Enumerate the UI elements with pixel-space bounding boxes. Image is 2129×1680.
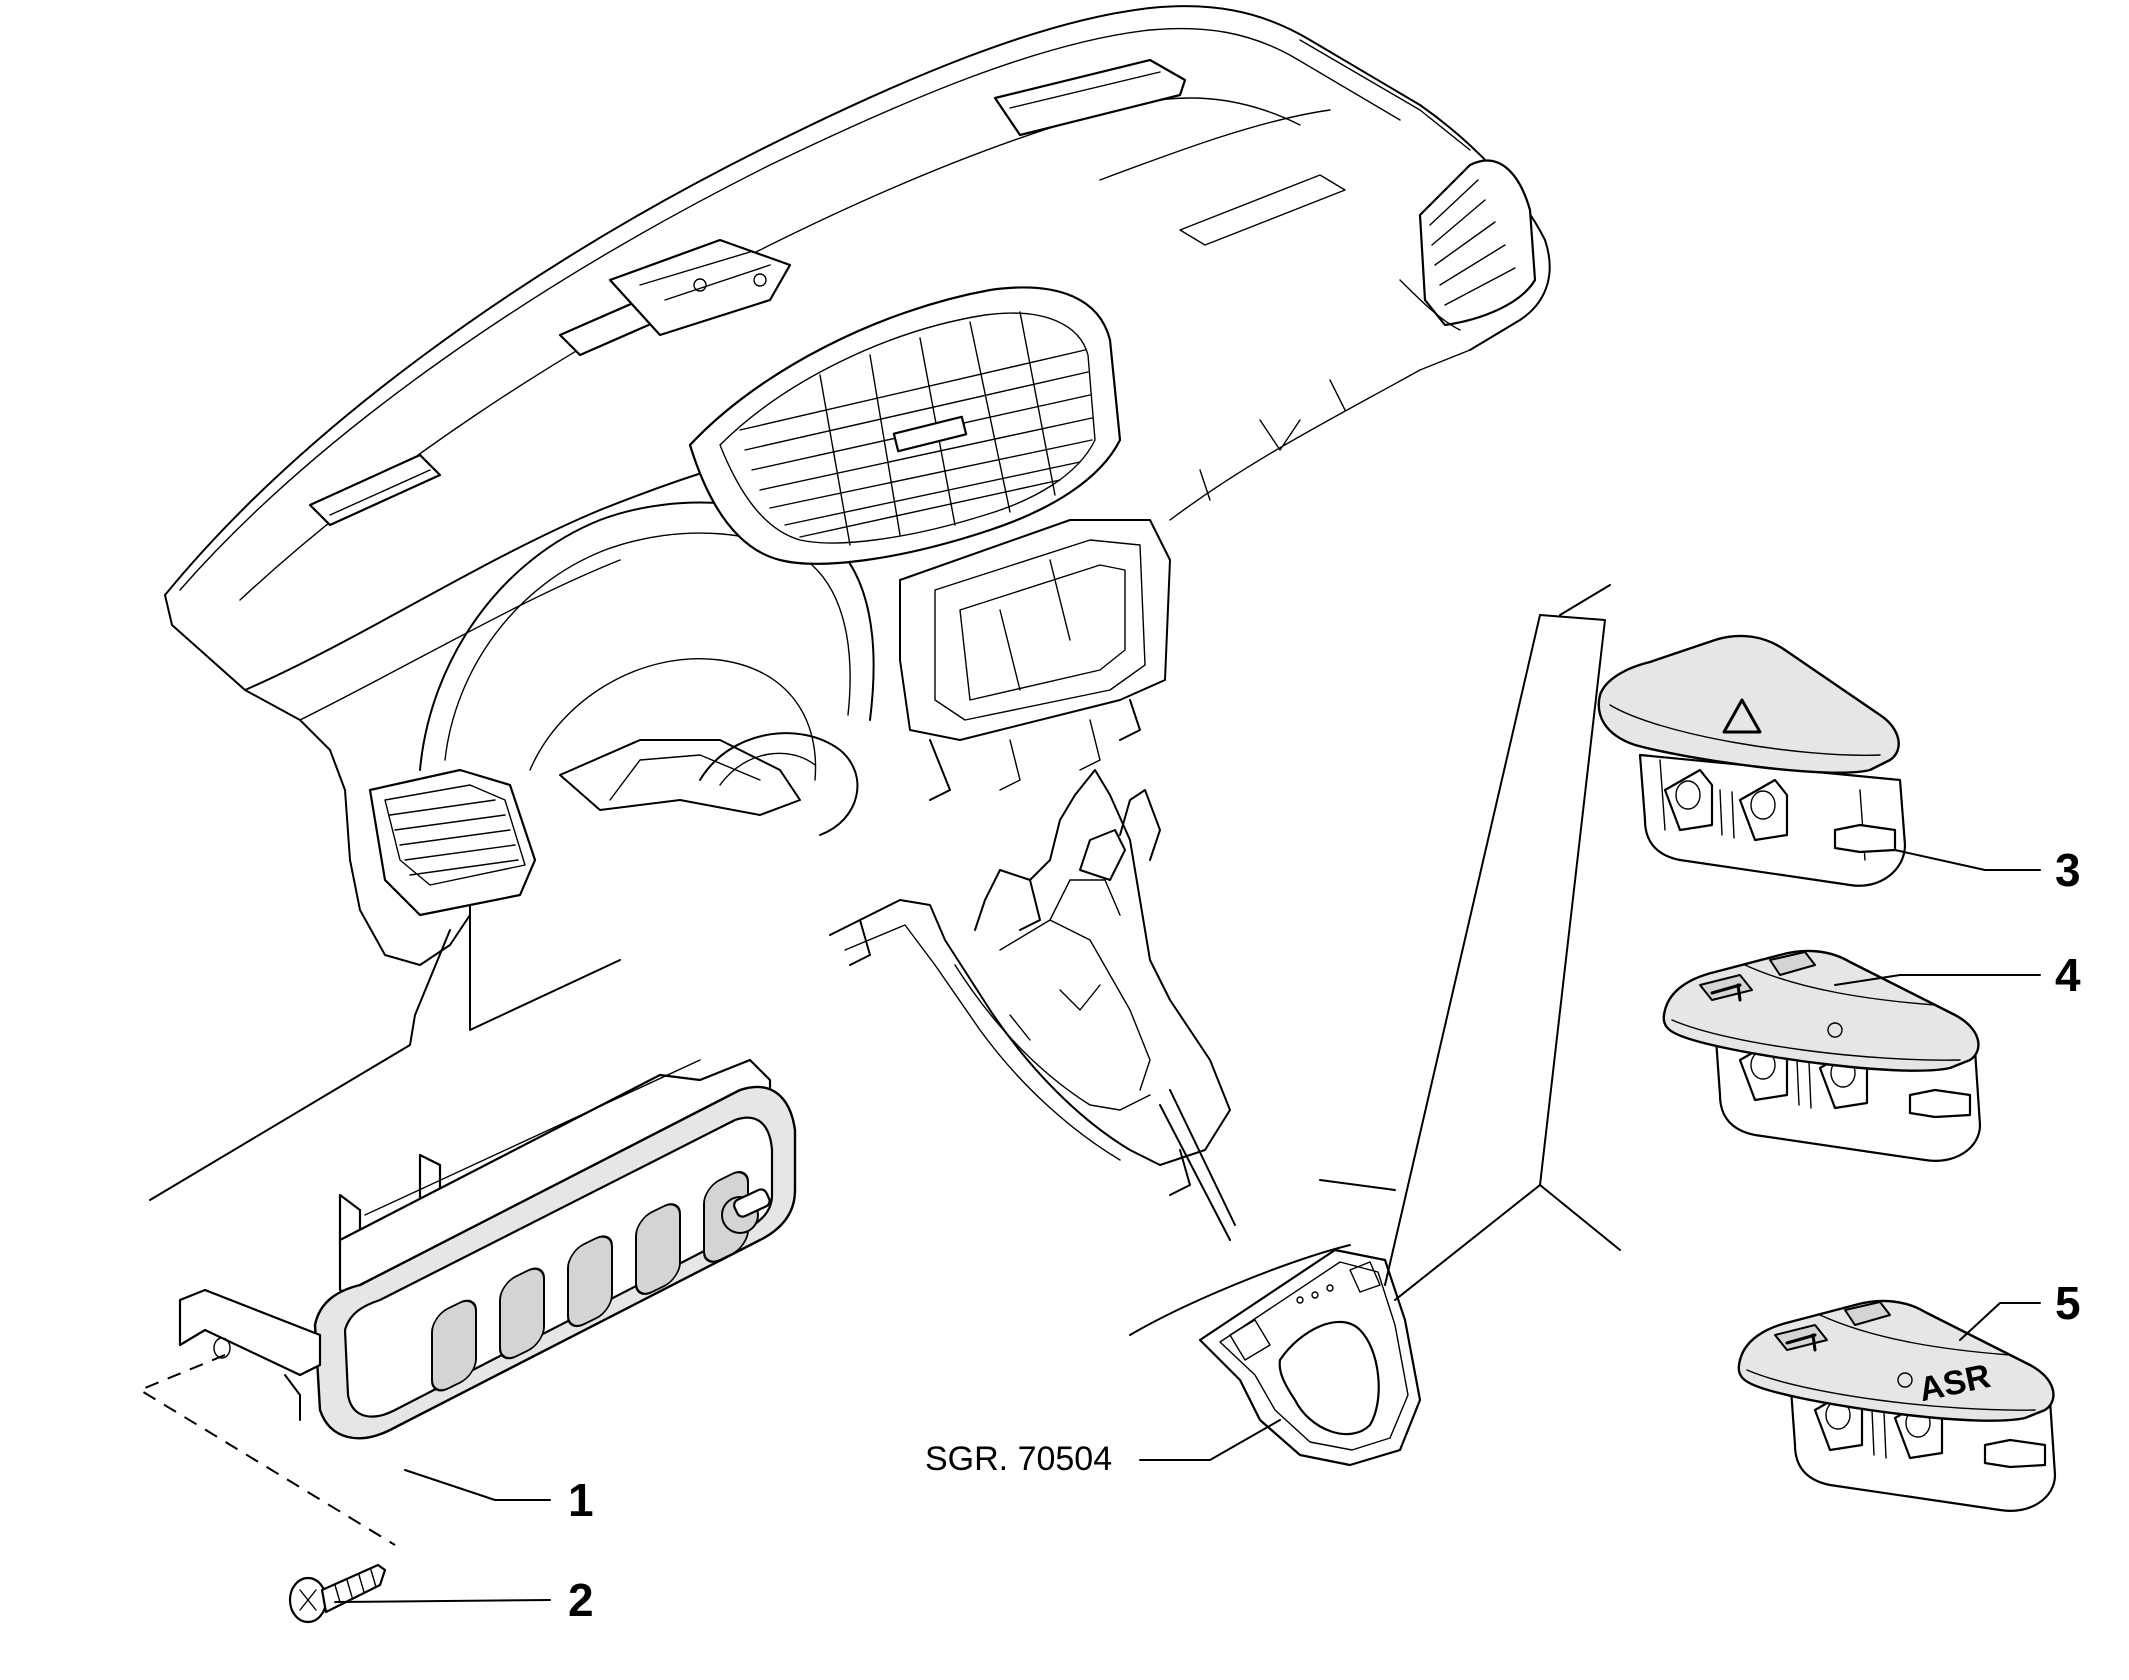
- callout-1: 1: [404, 1469, 594, 1526]
- callout-1-number: 1: [568, 1474, 594, 1526]
- callout-2-number: 2: [568, 1574, 594, 1626]
- callout-4-number: 4: [2055, 949, 2081, 1001]
- dashboard-drawing: [149, 5, 1551, 1201]
- callout-2: 2: [334, 1574, 594, 1626]
- screw-axis-line: [137, 1354, 396, 1546]
- switch-panel-drawing: [137, 1058, 797, 1546]
- leader-dashboard-a: [469, 904, 621, 1031]
- hazard-switch-drawing: [1597, 634, 1907, 887]
- asr-switch-drawing: ASR: [1737, 1299, 2057, 1512]
- leader-console: [1159, 1104, 1231, 1241]
- console-trim-drawing: SGR. 70504: [925, 584, 1621, 1478]
- callout-5-number: 5: [2055, 1277, 2081, 1329]
- hazard-triangle-icon: [1722, 698, 1762, 734]
- callout-4: 4: [1834, 949, 2081, 1001]
- leader-ref: [1139, 1419, 1281, 1461]
- leader-dashboard-b: [149, 929, 451, 1201]
- callout-5: 5: [1959, 1277, 2081, 1341]
- button-switch-drawing: [1662, 949, 1982, 1162]
- reference-label: SGR. 70504: [925, 1440, 1112, 1478]
- screw-icon: [288, 1563, 387, 1624]
- console-frame-drawing: [829, 769, 1236, 1241]
- callout-3-number: 3: [2055, 844, 2081, 896]
- callout-3: 3: [1894, 844, 2081, 896]
